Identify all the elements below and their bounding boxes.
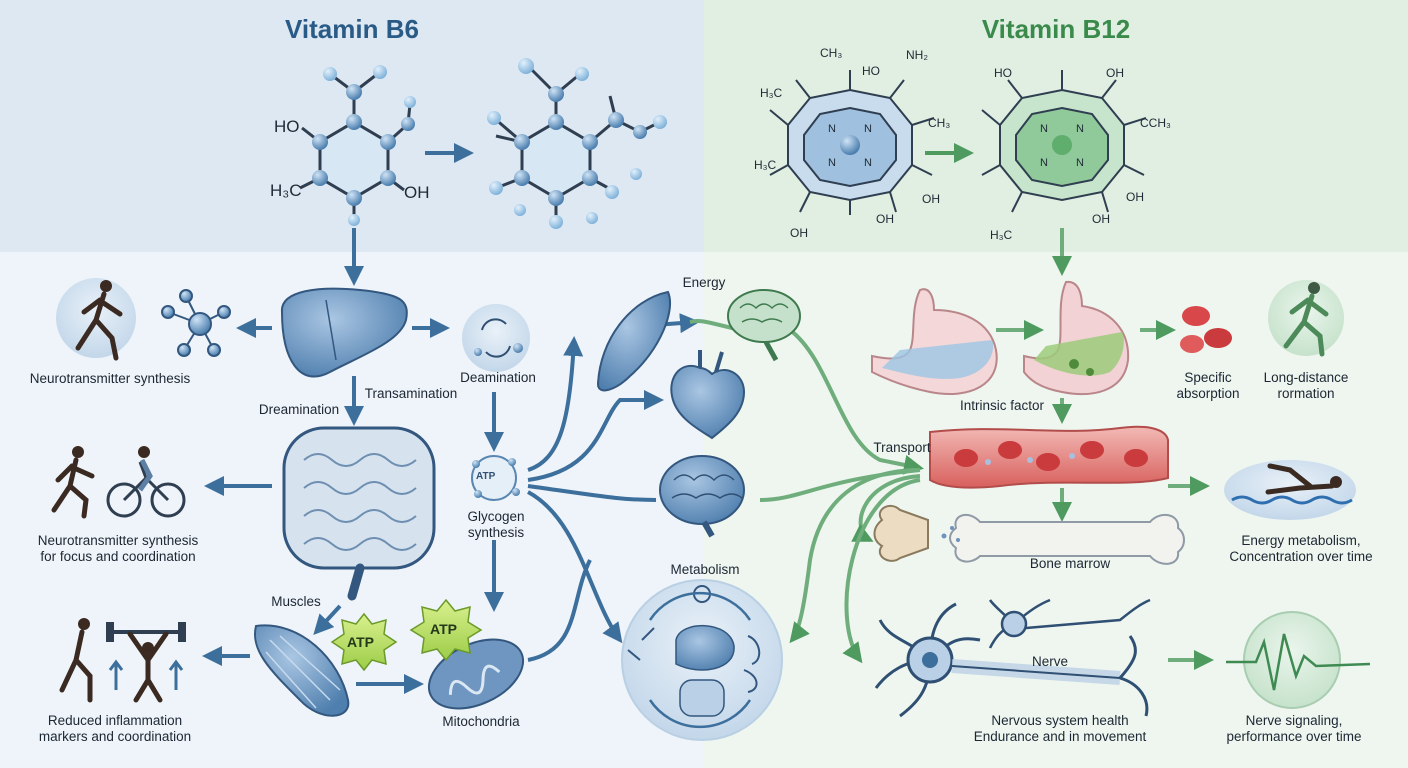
b12-ch3-right: CH₃ <box>928 116 951 130</box>
b12-oh-left: OH <box>790 226 808 240</box>
nitrogen-atom-label: N <box>1040 123 1048 135</box>
stomach-intrinsic-illustration <box>1023 280 1130 396</box>
b12-nh2: NH₂ <box>906 48 928 62</box>
b6-pathway-arrows <box>202 228 700 694</box>
b12-h3c-2: H₃C <box>990 228 1013 242</box>
heart-illustration <box>670 350 746 440</box>
atp-star-left <box>330 612 398 672</box>
b6-h3c-label: H₃C <box>270 181 302 200</box>
atp-glycogen-label: ATP <box>476 471 496 482</box>
b12-pathway-arrows <box>689 228 1214 670</box>
nitrogen-atom-label: N <box>1076 123 1084 135</box>
b12-ch3-top: CH₃ <box>820 46 843 60</box>
b12-cch3: CCH₃ <box>1140 116 1171 130</box>
b12-ho: HO <box>862 64 880 78</box>
b12-ho-2: HO <box>994 66 1012 80</box>
muscle-illustration <box>253 624 350 717</box>
atp-star-right <box>409 598 483 662</box>
label-long-distance: Long-distance rormation <box>1263 370 1349 401</box>
cobalt-atom <box>840 135 860 155</box>
deamination-icon <box>462 304 530 372</box>
intestine-illustration <box>282 426 436 601</box>
b12-oh2-right: OH <box>1126 190 1144 204</box>
b6-ho-label: HO <box>274 117 300 136</box>
label-energy-metabolism: Energy metabolism, Concentration over ti… <box>1229 533 1373 564</box>
b6-active-molecule <box>487 58 667 229</box>
bone-marrow-illustration <box>873 504 1185 565</box>
brain-energy-illustration <box>727 289 801 362</box>
atp-glycogen-icon <box>471 455 520 501</box>
nitrogen-atom-label: N <box>828 157 836 169</box>
runner-cyclist-icon <box>51 446 186 519</box>
label-metabolism: Metabolism <box>670 562 740 577</box>
neuron-illustration <box>874 602 1149 718</box>
b6-atoms <box>312 65 416 226</box>
nitrogen-atom-label: N <box>864 157 872 169</box>
atp-left-label: ATP <box>347 634 374 650</box>
nitrogen-atom-label: N <box>828 123 836 135</box>
label-nerve-signaling: Nerve signaling, performance over time <box>1226 713 1362 744</box>
vitamin-b6-title: Vitamin B6 <box>285 14 419 44</box>
b12-h3c-low: H₃C <box>754 158 777 172</box>
label-muscles: Muscles <box>271 594 321 609</box>
metabolism-cycle-circle <box>621 579 783 741</box>
green-runner-icon <box>1268 280 1344 357</box>
label-intrinsic-factor: Intrinsic factor <box>959 398 1045 413</box>
b12-oh-bottom: OH <box>876 212 894 226</box>
label-transport: Transport <box>873 440 931 455</box>
red-blood-cells-icon <box>1180 306 1232 353</box>
nitrogen-atom-label: N <box>864 123 872 135</box>
neurotransmitter-molecule-icon <box>161 289 231 357</box>
blood-vessel-illustration <box>929 425 1169 489</box>
nerve-signal-icon <box>1226 611 1371 709</box>
label-energy: Energy <box>682 275 726 290</box>
label-deamination: Deamination <box>460 370 536 385</box>
b6-oh-label: OH <box>404 183 430 202</box>
stomach-illustration <box>871 288 998 396</box>
nitrogen-atom-label: N <box>1040 157 1048 169</box>
weightlifter-icon <box>59 618 186 703</box>
b12-oh2-bottom: OH <box>1092 212 1110 226</box>
arm-muscle-illustration <box>596 290 672 392</box>
label-reduced-inflammation: Reduced inflammation markers and coordin… <box>38 713 192 744</box>
liver-illustration <box>280 287 408 378</box>
brain-center-illustration <box>659 455 745 538</box>
b12-oh2-top: OH <box>1106 66 1124 80</box>
b12-h3c-left: H₃C <box>760 86 783 100</box>
cobalt-atom-active <box>1052 135 1072 155</box>
vitamin-b12-title: Vitamin B12 <box>981 14 1131 44</box>
label-glycogen-synthesis: Glycogen synthesis <box>467 509 525 540</box>
label-nerve: Nerve <box>1031 654 1068 669</box>
label-transamination: Transamination <box>364 386 458 401</box>
label-nervous-system-health: Nervous system health Endurance and in m… <box>973 713 1147 744</box>
label-mitochondria: Mitochondria <box>442 714 520 729</box>
label-neurotransmitter-synthesis: Neurotransmitter synthesis <box>29 371 191 386</box>
nitrogen-atom-label: N <box>1076 157 1084 169</box>
label-bone-marrow: Bone marrow <box>1029 556 1111 571</box>
neuron-small-illustration <box>988 598 1151 649</box>
label-specific-absorption: Specific absorption <box>1176 370 1240 401</box>
label-neurotransmitter-focus: Neurotransmitter synthesis for focus and… <box>37 533 199 564</box>
atp-right-label: ATP <box>430 621 457 637</box>
runner-icon-circle <box>56 278 136 361</box>
label-dreamination: Dreamination <box>258 402 340 417</box>
swimmer-icon <box>1224 460 1356 520</box>
b12-oh-right: OH <box>922 192 940 206</box>
